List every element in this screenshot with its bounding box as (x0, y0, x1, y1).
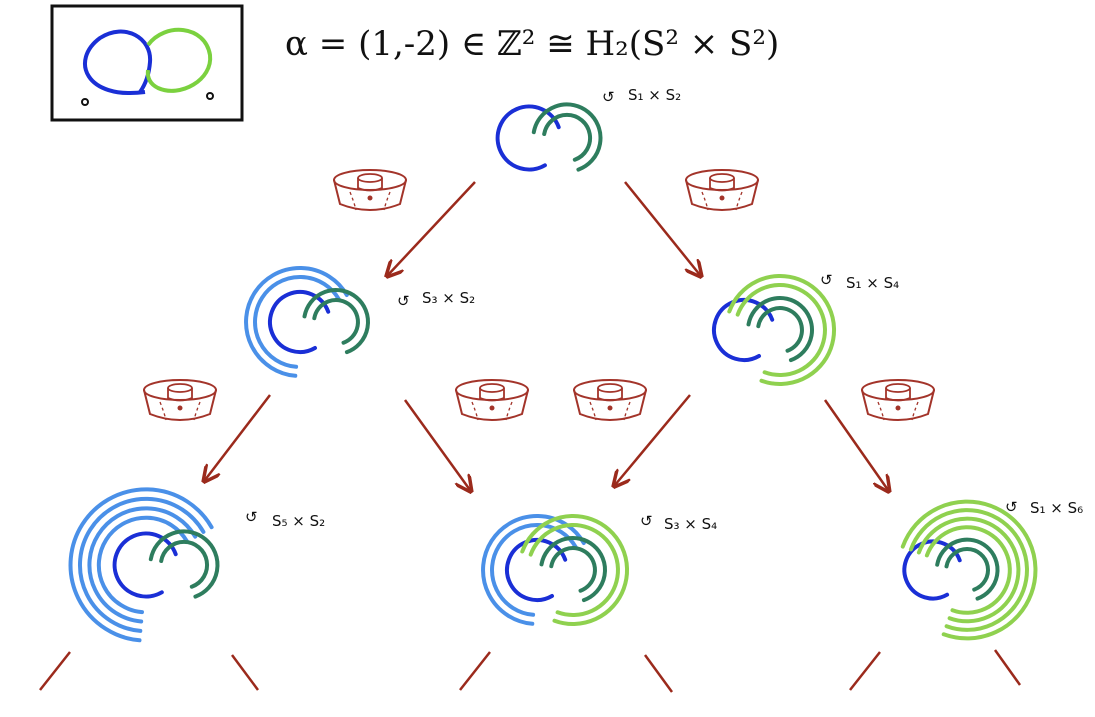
cobordism-icon (574, 380, 646, 420)
legend-green-loop (148, 30, 210, 91)
arrow-root-right (625, 182, 700, 275)
node-label-left: S₃ × S₂ (422, 289, 475, 307)
link-left (246, 268, 368, 376)
legend-dot-right (207, 93, 213, 99)
diagram-title: α = (1,-2) ∈ ℤ² ≅ H₂(S² × S²) (285, 24, 779, 64)
arrow-cont-3 (460, 652, 490, 690)
arrow-left-ll (205, 395, 270, 480)
node-labels: ↺ S₁ × S₂ ↺ S₃ × S₂ ↺ S₁ × S₄ ↺ S₅ × S₂ … (245, 86, 1083, 533)
legend-blue-loop (85, 32, 150, 93)
rotation-icon: ↺ (245, 508, 258, 526)
arrow-cont-5 (850, 652, 880, 690)
arrow-cont-4 (645, 655, 672, 692)
cobordism-icon (334, 170, 406, 210)
node-label-root: S₁ × S₂ (628, 86, 681, 104)
rotation-icon: ↺ (602, 88, 615, 106)
cobordism-icon (144, 380, 216, 420)
legend-box (52, 6, 242, 120)
arrow-cont-2 (232, 655, 258, 690)
node-label-right: S₁ × S₄ (846, 274, 899, 292)
arrow-left-mid (405, 400, 470, 490)
node-label-ll: S₅ × S₂ (272, 512, 325, 530)
rotation-icon: ↺ (820, 271, 833, 289)
cobordism-icon (456, 380, 528, 420)
link-root (498, 104, 601, 169)
cobordism-icon (862, 380, 934, 420)
link-diagrams (71, 104, 1036, 640)
rotation-icon: ↺ (1005, 498, 1018, 516)
arrow-cont-6 (995, 650, 1020, 685)
arrow-cont-1 (40, 652, 70, 690)
link-ll (71, 489, 218, 640)
rotation-icon: ↺ (397, 292, 410, 310)
link-rr (903, 502, 1036, 639)
link-right (714, 276, 834, 384)
link-mid (483, 516, 627, 624)
legend-dot-left (82, 99, 88, 105)
cobordism-icon (686, 170, 758, 210)
node-label-mid: S₃ × S₄ (664, 515, 717, 533)
arrow-right-mid (615, 395, 690, 485)
rotation-icon: ↺ (640, 512, 653, 530)
arrow-right-rr (825, 400, 888, 490)
node-label-rr: S₁ × S₆ (1030, 499, 1083, 517)
